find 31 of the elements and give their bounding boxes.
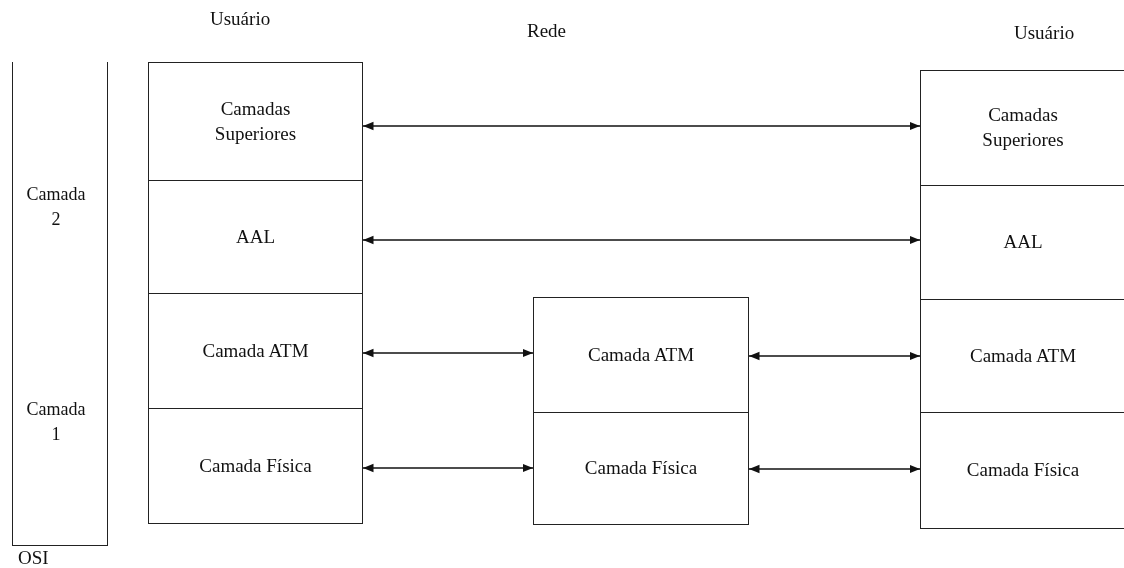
layer-label: Camada 2 [25, 183, 87, 232]
layer-label: Camadas Superiores [213, 96, 298, 146]
layer-box [148, 408, 363, 524]
double-arrow [362, 121, 921, 131]
layer-box [920, 70, 1124, 186]
layer-label: Camada ATM [969, 343, 1077, 368]
layer-box [533, 297, 749, 413]
layer-label: Camada Física [966, 458, 1080, 483]
double-arrow [362, 348, 534, 358]
model-label: OSI [18, 548, 49, 567]
layer-label: Camadas Superiores [981, 103, 1065, 152]
layer-label: Camada 1 [25, 398, 87, 447]
column-heading: Usuário [1014, 22, 1075, 44]
osi-column-box [12, 62, 108, 546]
layer-box [148, 62, 363, 181]
layer-label: Camada ATM [587, 342, 695, 367]
double-arrow [748, 464, 921, 474]
double-arrow [362, 235, 921, 245]
layer-label: Camada ATM [202, 338, 309, 363]
layer-box [148, 293, 363, 409]
column-heading: Usuário [210, 8, 271, 30]
layer-label: AAL [235, 224, 276, 249]
double-arrow [362, 463, 534, 473]
double-arrow [748, 351, 921, 361]
layer-label: Camada Física [584, 456, 698, 481]
layer-box [920, 412, 1124, 529]
layer-box [533, 412, 749, 525]
layer-label: Camada Física [199, 453, 312, 478]
column-heading: Rede [527, 20, 567, 42]
layer-box [148, 180, 363, 294]
layer-label: AAL [1003, 230, 1043, 255]
